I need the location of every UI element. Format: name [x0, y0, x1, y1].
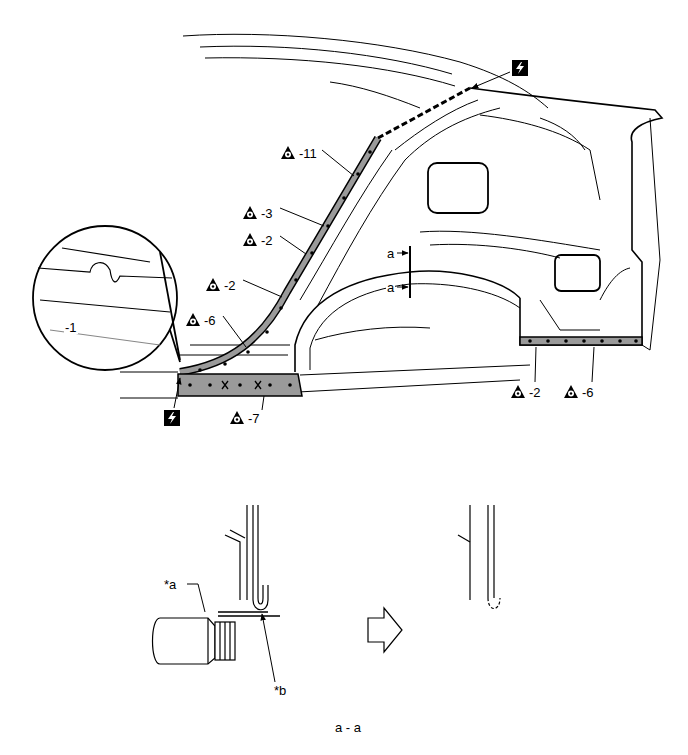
part-label: *b [273, 684, 287, 697]
callout-number: -2 [260, 234, 274, 247]
callout-number: -1 [64, 321, 78, 334]
callout-number: -7 [247, 412, 261, 425]
section-title: a - a [334, 721, 362, 734]
car-body [120, 34, 662, 398]
callout-number: -11 [298, 147, 318, 160]
joint-symbol [164, 410, 180, 426]
callout-number: -3 [260, 207, 274, 220]
cut-marks [222, 381, 261, 389]
callout-number: -2 [223, 279, 237, 292]
joint-symbol [512, 60, 528, 76]
leader-lines [74, 72, 594, 682]
part-label: *a [163, 578, 177, 591]
callout-number: -2 [528, 386, 542, 399]
callout-number: -6 [581, 386, 595, 399]
section-mark: a [386, 247, 395, 260]
weld-points [188, 150, 638, 387]
callout-number: -6 [203, 314, 217, 327]
hem-section [153, 505, 501, 664]
section-mark: a [386, 281, 395, 294]
detail-bubble [33, 226, 180, 370]
